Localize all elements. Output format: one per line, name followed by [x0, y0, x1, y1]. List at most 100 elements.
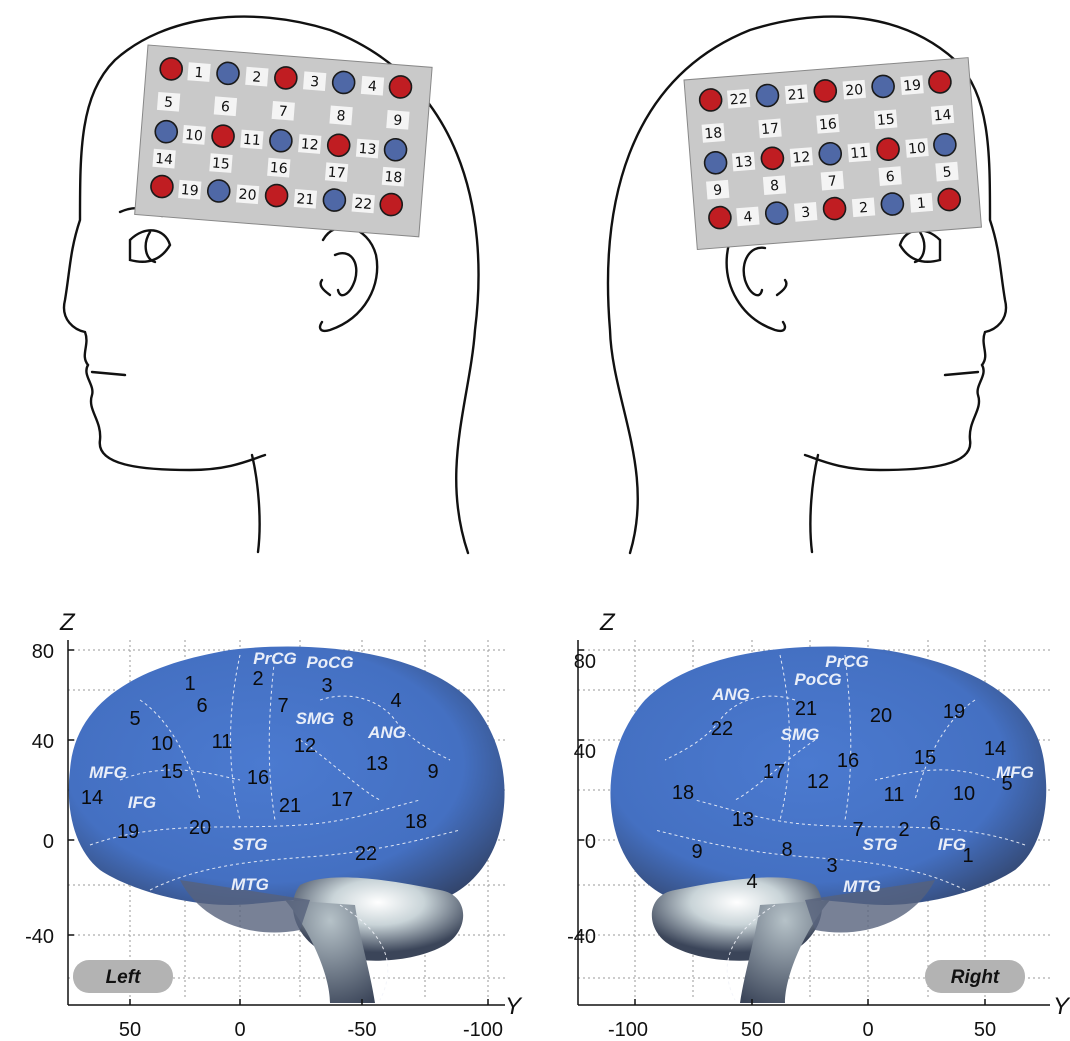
- left-electrode-number: 20: [189, 817, 211, 839]
- right-electrode-number: 13: [732, 809, 754, 831]
- left-electrode-contact: [265, 184, 289, 208]
- right-mouth: [945, 372, 978, 375]
- right-electrode-label: 6: [885, 169, 895, 186]
- right-electrode-contact: [704, 151, 728, 175]
- right-electrode-contact: [881, 192, 905, 216]
- left-electrode-number: 15: [161, 761, 183, 783]
- left-region-label: PoCG: [306, 653, 353, 672]
- right-y-tick-50b: 50: [974, 1019, 996, 1041]
- right-electrode-label: 18: [704, 125, 723, 142]
- left-y-tick-neg50: -50: [348, 1019, 377, 1041]
- right-z-axis-label: Z: [599, 609, 616, 636]
- left-electrode-label: 12: [300, 136, 319, 153]
- right-y-tick-neg100: -100: [608, 1019, 648, 1041]
- left-electrode-number: 11: [212, 731, 233, 753]
- right-region-label: PrCG: [825, 652, 868, 671]
- left-electrode-number: 4: [390, 690, 401, 712]
- left-electrode-number: 17: [331, 789, 353, 811]
- left-electrode-label: 22: [354, 196, 373, 213]
- right-electrode-contact: [823, 197, 847, 221]
- left-electrode-label: 10: [184, 127, 203, 144]
- right-electrode-contact: [933, 133, 957, 157]
- left-region-label: STG: [233, 835, 268, 854]
- left-electrode-contact: [159, 57, 183, 81]
- left-electrode-label: 4: [367, 78, 377, 95]
- left-z-tick-0: 0: [43, 831, 54, 853]
- left-ear-lobe: [321, 280, 330, 295]
- left-neck-line: [252, 455, 260, 552]
- right-electrode-contact: [699, 88, 723, 112]
- left-region-label: PrCG: [253, 649, 296, 668]
- right-y-tick-50a: 50: [741, 1019, 763, 1041]
- right-electrode-contact: [708, 206, 732, 230]
- left-y-axis-label: Y: [505, 993, 523, 1020]
- right-electrode-label: 15: [876, 112, 895, 129]
- left-electrode-number: 10: [151, 733, 173, 755]
- left-ear-inner: [335, 253, 356, 295]
- right-electrode-number: 5: [1001, 773, 1012, 795]
- right-electrode-label: 21: [787, 87, 806, 104]
- right-electrode-label: 5: [942, 164, 952, 181]
- right-electrode-contact: [765, 201, 789, 225]
- left-region-label: MTG: [231, 875, 269, 894]
- right-electrode-contact: [756, 84, 780, 108]
- left-electrode-contact: [323, 188, 347, 212]
- left-electrode-label: 9: [393, 113, 403, 130]
- left-electrode-number: 1: [184, 673, 195, 695]
- right-electrode-label: 14: [933, 107, 952, 124]
- right-z-tick-80: 80: [574, 651, 596, 673]
- right-electrode-number: 10: [953, 783, 975, 805]
- right-electrode-contact: [937, 188, 961, 212]
- left-electrode-label: 11: [242, 132, 261, 149]
- right-electrode-number: 7: [852, 819, 863, 841]
- right-electrode-contact: [761, 146, 785, 170]
- left-electrode-plate: 12345678910111213141516171819202122: [135, 45, 432, 237]
- left-electrode-contact: [216, 62, 240, 86]
- left-electrode-label: 2: [252, 69, 262, 86]
- left-electrode-label: 17: [327, 165, 346, 182]
- right-electrode-contact: [871, 75, 895, 99]
- left-electrode-label: 16: [269, 160, 288, 177]
- right-electrode-number: 20: [870, 705, 892, 727]
- right-electrode-label: 13: [734, 154, 753, 171]
- right-electrode-number: 12: [807, 771, 829, 793]
- right-electrode-number: 11: [884, 784, 905, 806]
- left-electrode-contact: [389, 75, 413, 99]
- left-electrode-number: 13: [366, 753, 388, 775]
- left-electrode-label: 20: [238, 187, 257, 204]
- left-electrode-number: 5: [129, 708, 140, 730]
- right-z-tick-0: 0: [585, 831, 596, 853]
- left-electrode-contact: [269, 129, 293, 153]
- left-region-label: ANG: [367, 723, 406, 742]
- right-electrode-label: 22: [729, 91, 748, 108]
- right-electrode-label: 1: [916, 195, 926, 212]
- left-electrode-label: 1: [194, 65, 204, 82]
- right-electrode-number: 18: [672, 782, 694, 804]
- right-region-label: SMG: [781, 725, 820, 744]
- right-y-tick-0: 0: [862, 1019, 873, 1041]
- left-electrode-number: 6: [196, 695, 207, 717]
- left-electrode-label: 15: [211, 155, 230, 172]
- right-ear-inner: [744, 248, 765, 296]
- left-brain-surface: [69, 647, 505, 908]
- right-electrode-label: 2: [859, 200, 869, 217]
- left-electrode-number: 16: [247, 767, 269, 789]
- right-electrode-number: 4: [746, 871, 757, 893]
- right-electrode-number: 8: [781, 839, 792, 861]
- left-region-label: IFG: [128, 793, 156, 812]
- right-region-label: STG: [863, 835, 898, 854]
- right-electrode-number: 1: [962, 845, 973, 867]
- right-electrode-label: 4: [743, 209, 753, 226]
- right-region-label: PoCG: [794, 670, 841, 689]
- left-electrode-label: 7: [278, 103, 288, 120]
- left-z-tick-40: 40: [32, 731, 54, 753]
- right-electrode-label: 7: [827, 173, 837, 190]
- right-eye: [900, 230, 940, 261]
- left-mouth: [92, 372, 125, 375]
- right-electrode-plate: 22212019181716151413121110987654321: [684, 58, 981, 250]
- right-electrode-number: 22: [711, 718, 733, 740]
- left-electrode-label: 5: [163, 94, 173, 111]
- right-y-axis-label: Y: [1053, 993, 1070, 1020]
- left-electrode-number: 18: [405, 811, 427, 833]
